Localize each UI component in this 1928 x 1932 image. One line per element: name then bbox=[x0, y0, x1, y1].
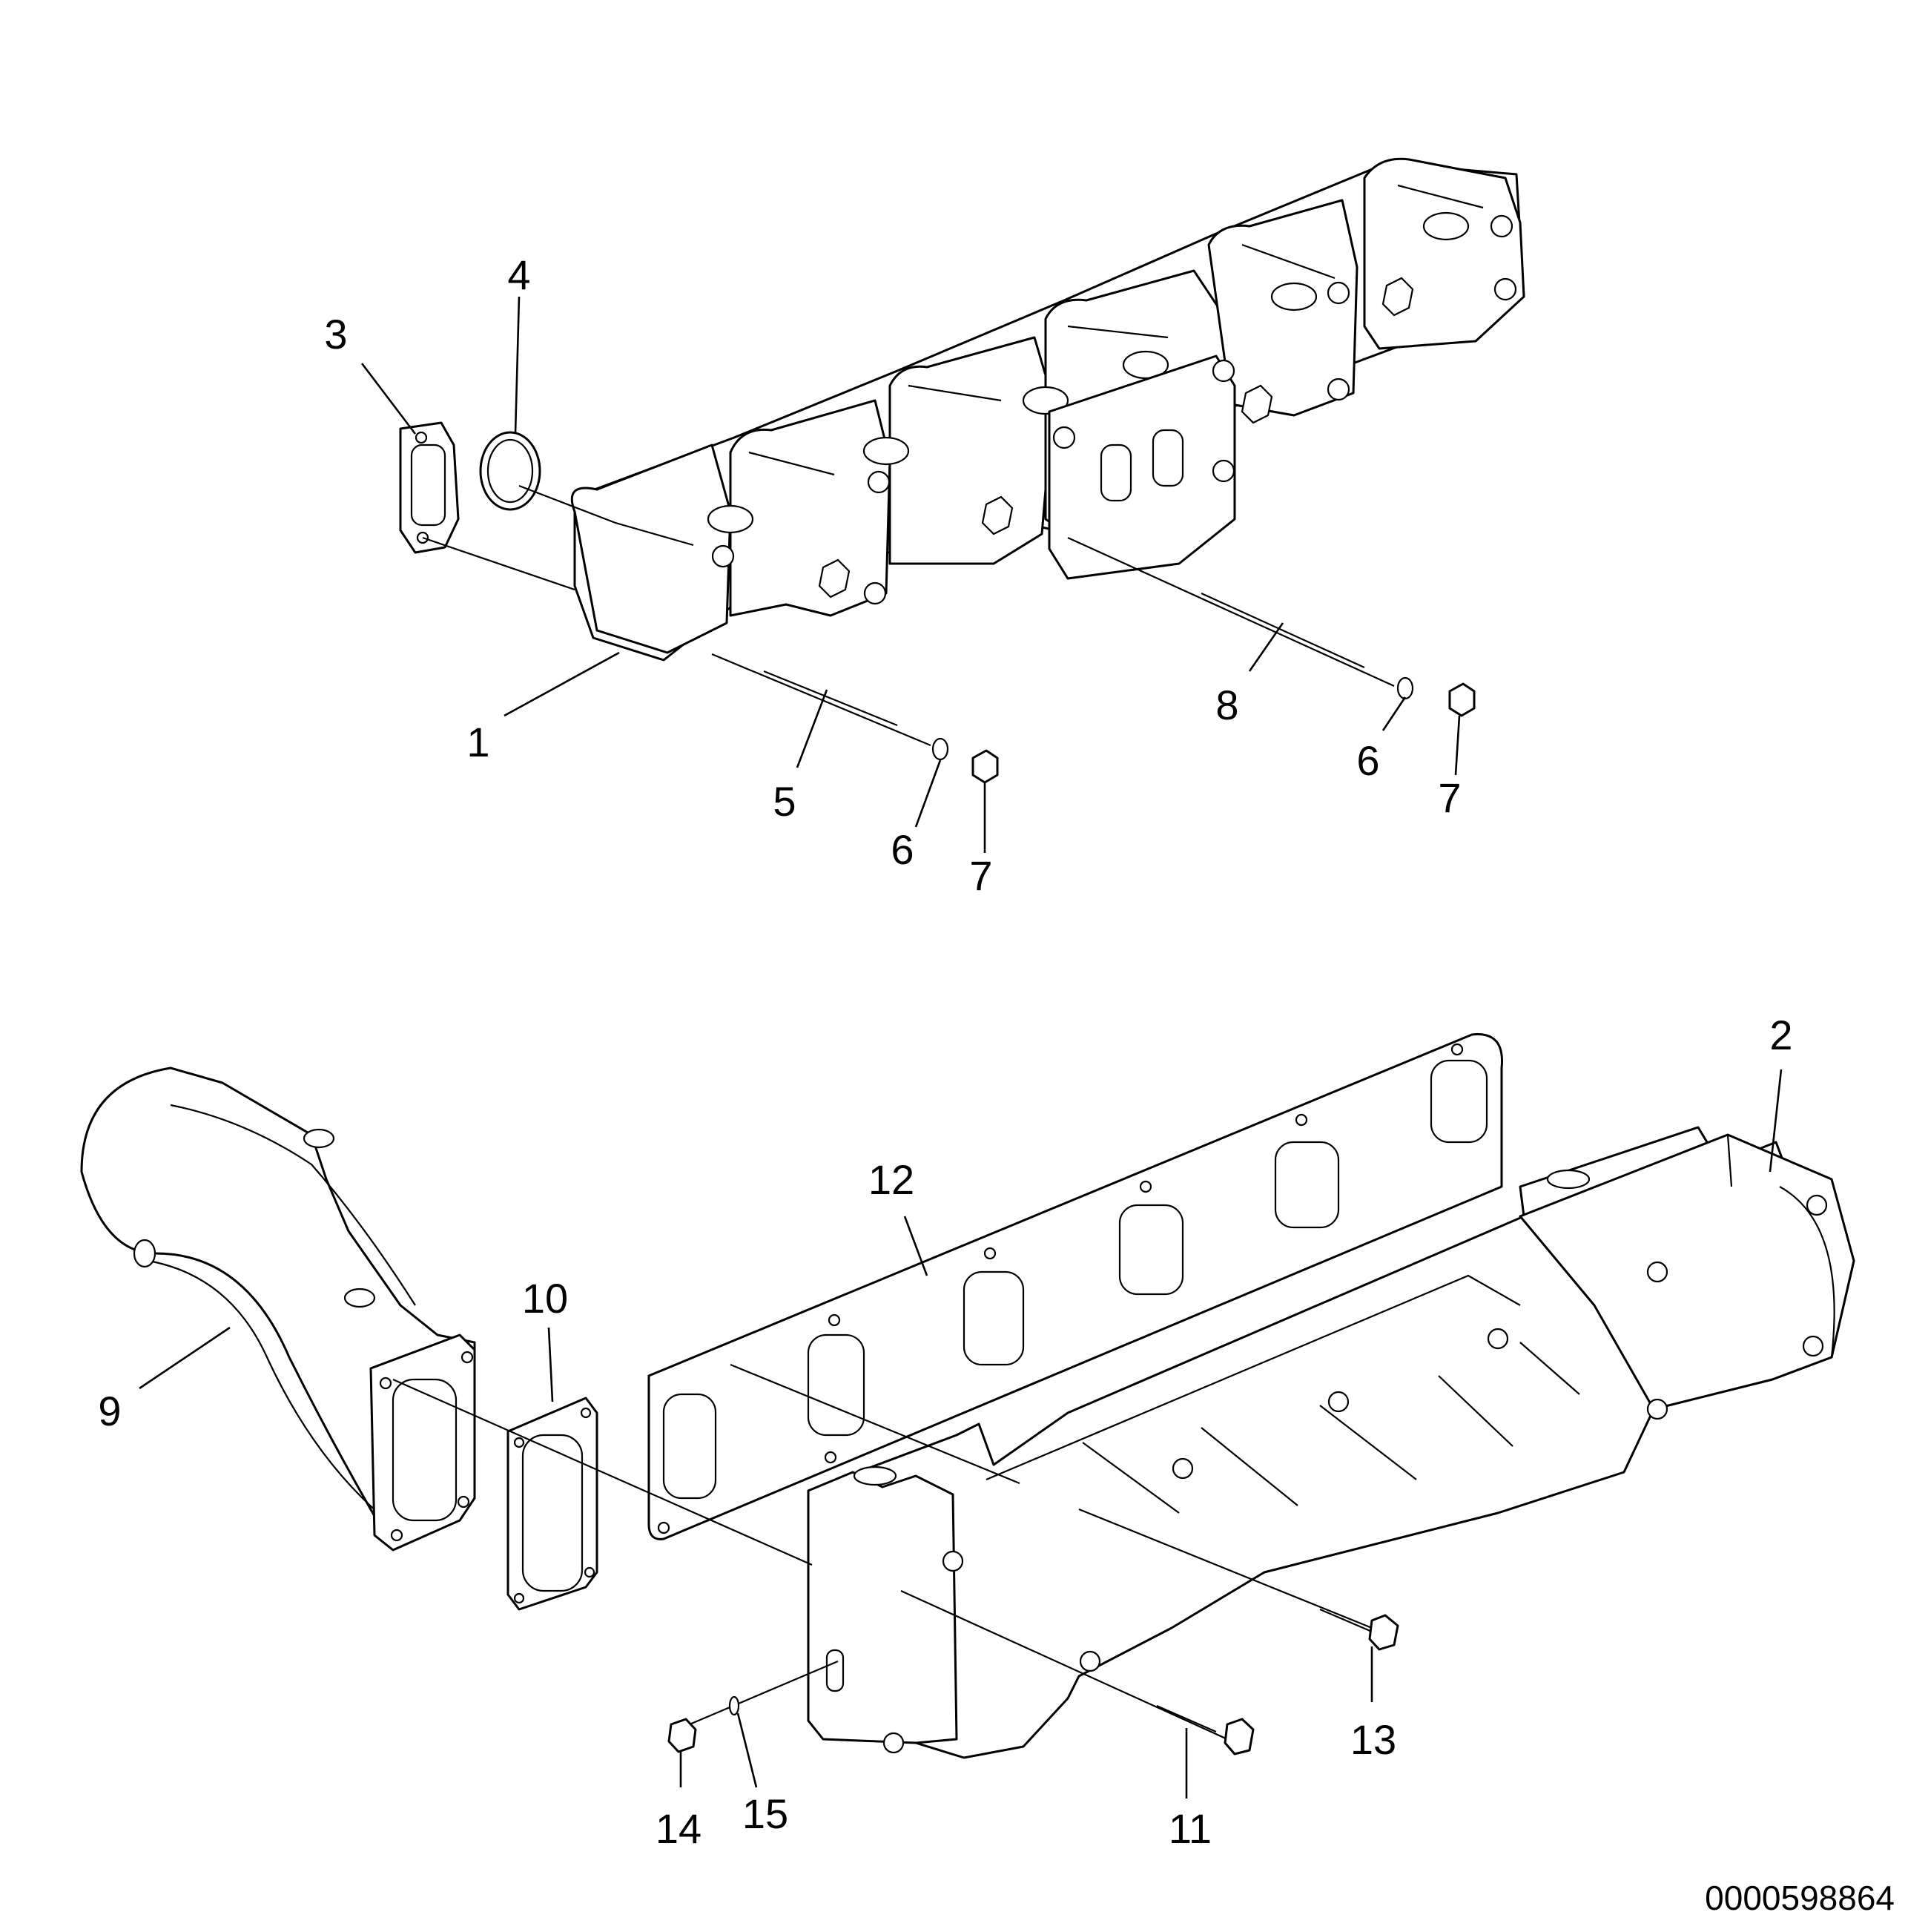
callout-15: 15 bbox=[742, 1790, 788, 1837]
gasket-icon bbox=[647, 1033, 1503, 1540]
callout-13: 13 bbox=[1350, 1716, 1396, 1763]
bolt-icon bbox=[392, 1363, 1399, 1755]
elbow-pipe-icon bbox=[80, 1066, 476, 1552]
callout-7b: 7 bbox=[1438, 774, 1461, 821]
callout-6b: 6 bbox=[1356, 737, 1379, 784]
callout-14: 14 bbox=[656, 1805, 701, 1852]
o-ring-icon bbox=[479, 431, 541, 511]
callout-4: 4 bbox=[507, 251, 530, 298]
callout-9: 9 bbox=[98, 1388, 121, 1434]
document-id: 0000598864 bbox=[1705, 1879, 1895, 1917]
callout-7: 7 bbox=[969, 852, 992, 899]
callout-8: 8 bbox=[1215, 682, 1238, 728]
bolt-icon bbox=[711, 214, 1517, 605]
callout-10: 10 bbox=[522, 1275, 568, 1322]
bolt-icon bbox=[882, 1194, 1828, 1754]
callout-3: 3 bbox=[324, 311, 347, 357]
callout-12: 12 bbox=[868, 1156, 914, 1203]
callout-5: 5 bbox=[773, 778, 796, 825]
intake-manifold-icon bbox=[647, 1033, 1855, 1759]
gasket-icon bbox=[399, 421, 460, 554]
gasket-icon bbox=[506, 1397, 598, 1611]
callout-1: 1 bbox=[466, 719, 489, 765]
callout-6: 6 bbox=[891, 826, 914, 873]
stud-icon bbox=[711, 536, 1476, 784]
callout-2: 2 bbox=[1769, 1012, 1792, 1058]
hex-plug-icon bbox=[707, 211, 1470, 599]
callout-11: 11 bbox=[1169, 1805, 1212, 1852]
leader-lines bbox=[139, 296, 1783, 1799]
exhaust-manifold-icon bbox=[399, 157, 1525, 784]
